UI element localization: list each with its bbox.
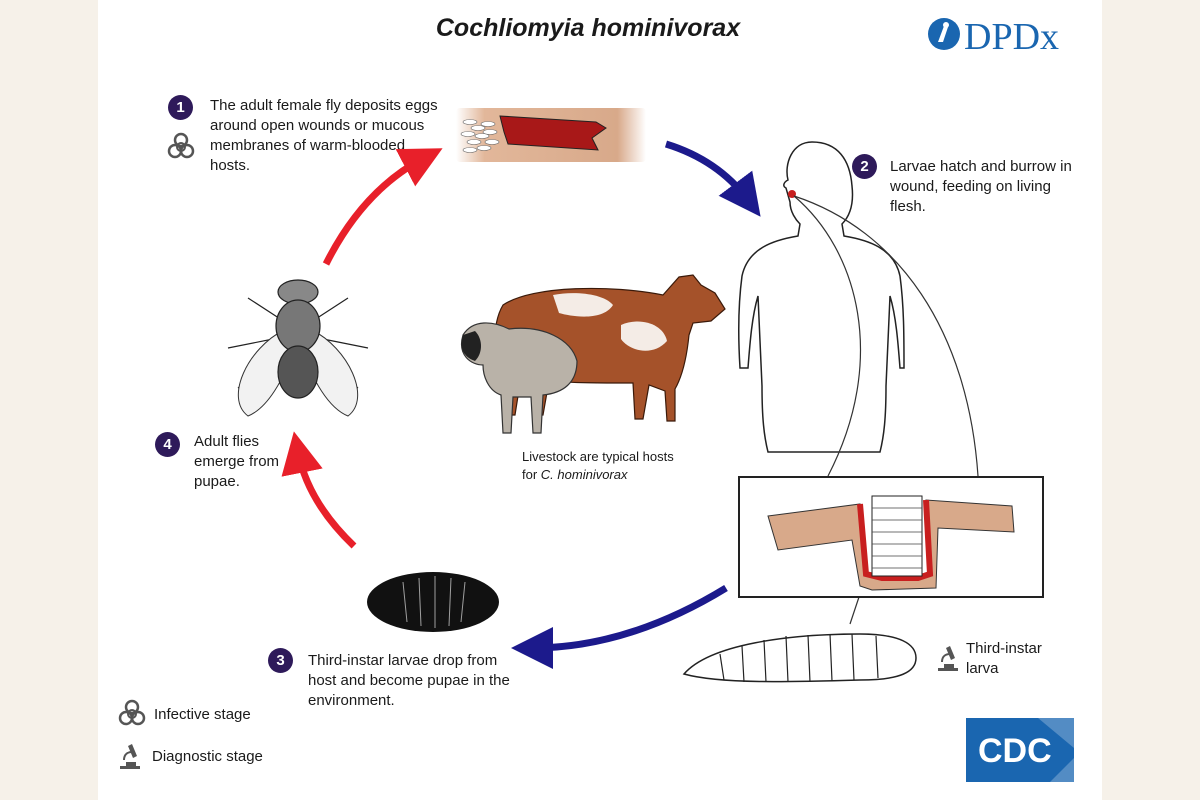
- human-host-illustration: [737, 141, 905, 453]
- dpdx-logo-icon: DPDx: [928, 16, 1059, 58]
- cycle-arrows: [281, 140, 761, 669]
- page-title: Cochliomyia hominivorax: [435, 14, 741, 42]
- wound-cross-section-illustration: [767, 495, 1015, 591]
- legend-infective-label: Infective stage: [154, 705, 251, 723]
- step-1-badge: 1: [168, 95, 193, 120]
- lifecycle-canvas: Cochliomyia hominivorax DPDx 1 The adult…: [98, 0, 1102, 800]
- cdc-logo-icon: CDC: [966, 718, 1074, 782]
- livestock-caption-prefix: for: [522, 467, 541, 482]
- larva-illustration: [682, 633, 917, 683]
- cdc-logo-text: CDC: [978, 732, 1052, 770]
- step-3-badge: 3: [268, 648, 293, 673]
- livestock-caption-species: C. hominivorax: [540, 467, 628, 482]
- livestock-caption: Livestock are typical hosts for C. homin…: [522, 448, 722, 484]
- legend-diagnostic-label: Diagnostic stage: [152, 747, 263, 765]
- biohazard-icon: [118, 699, 146, 726]
- dpdx-logo: DPDx: [926, 12, 1076, 58]
- biohazard-icon: [167, 132, 195, 159]
- cdc-logo: CDC: [966, 718, 1074, 782]
- microscope-icon: [938, 646, 958, 671]
- wound-inset-box: [738, 476, 1044, 598]
- larva-label-line2: larva: [966, 660, 999, 677]
- step-2-badge: 2: [852, 154, 877, 179]
- livestock-caption-line2: for C. hominivorax: [522, 466, 722, 484]
- step-4-text: Adult flies emerge from pupae.: [194, 433, 280, 490]
- adult-fly-illustration: [227, 279, 369, 417]
- arrow-4-to-1: [322, 148, 443, 266]
- legend-infective: Infective stage: [118, 699, 251, 728]
- livestock-caption-line1: Livestock are typical hosts: [522, 449, 674, 464]
- larva-label-line1: Third-instar: [966, 640, 1042, 657]
- step-3-text: Third-instar larvae drop from host and b…: [308, 652, 510, 709]
- step-1-text: The adult female fly deposits eggs aroun…: [210, 97, 438, 174]
- legend-diagnostic: Diagnostic stage: [118, 742, 263, 770]
- step-2-text: Larvae hatch and burrow in wound, feedin…: [890, 158, 1072, 215]
- arrow-3-to-4: [281, 431, 357, 549]
- larva-label: Third-instar larva: [966, 639, 1066, 679]
- livestock-illustration: [461, 274, 726, 434]
- microscope-icon: [120, 744, 140, 769]
- arrow-1-to-2: [664, 140, 761, 217]
- pupa-illustration: [367, 572, 499, 632]
- dpdx-logo-text: DPDx: [964, 16, 1059, 58]
- eggs-on-wound-illustration: [456, 108, 646, 162]
- step-4-badge: 4: [155, 432, 180, 457]
- arrow-2-to-3: [511, 585, 728, 669]
